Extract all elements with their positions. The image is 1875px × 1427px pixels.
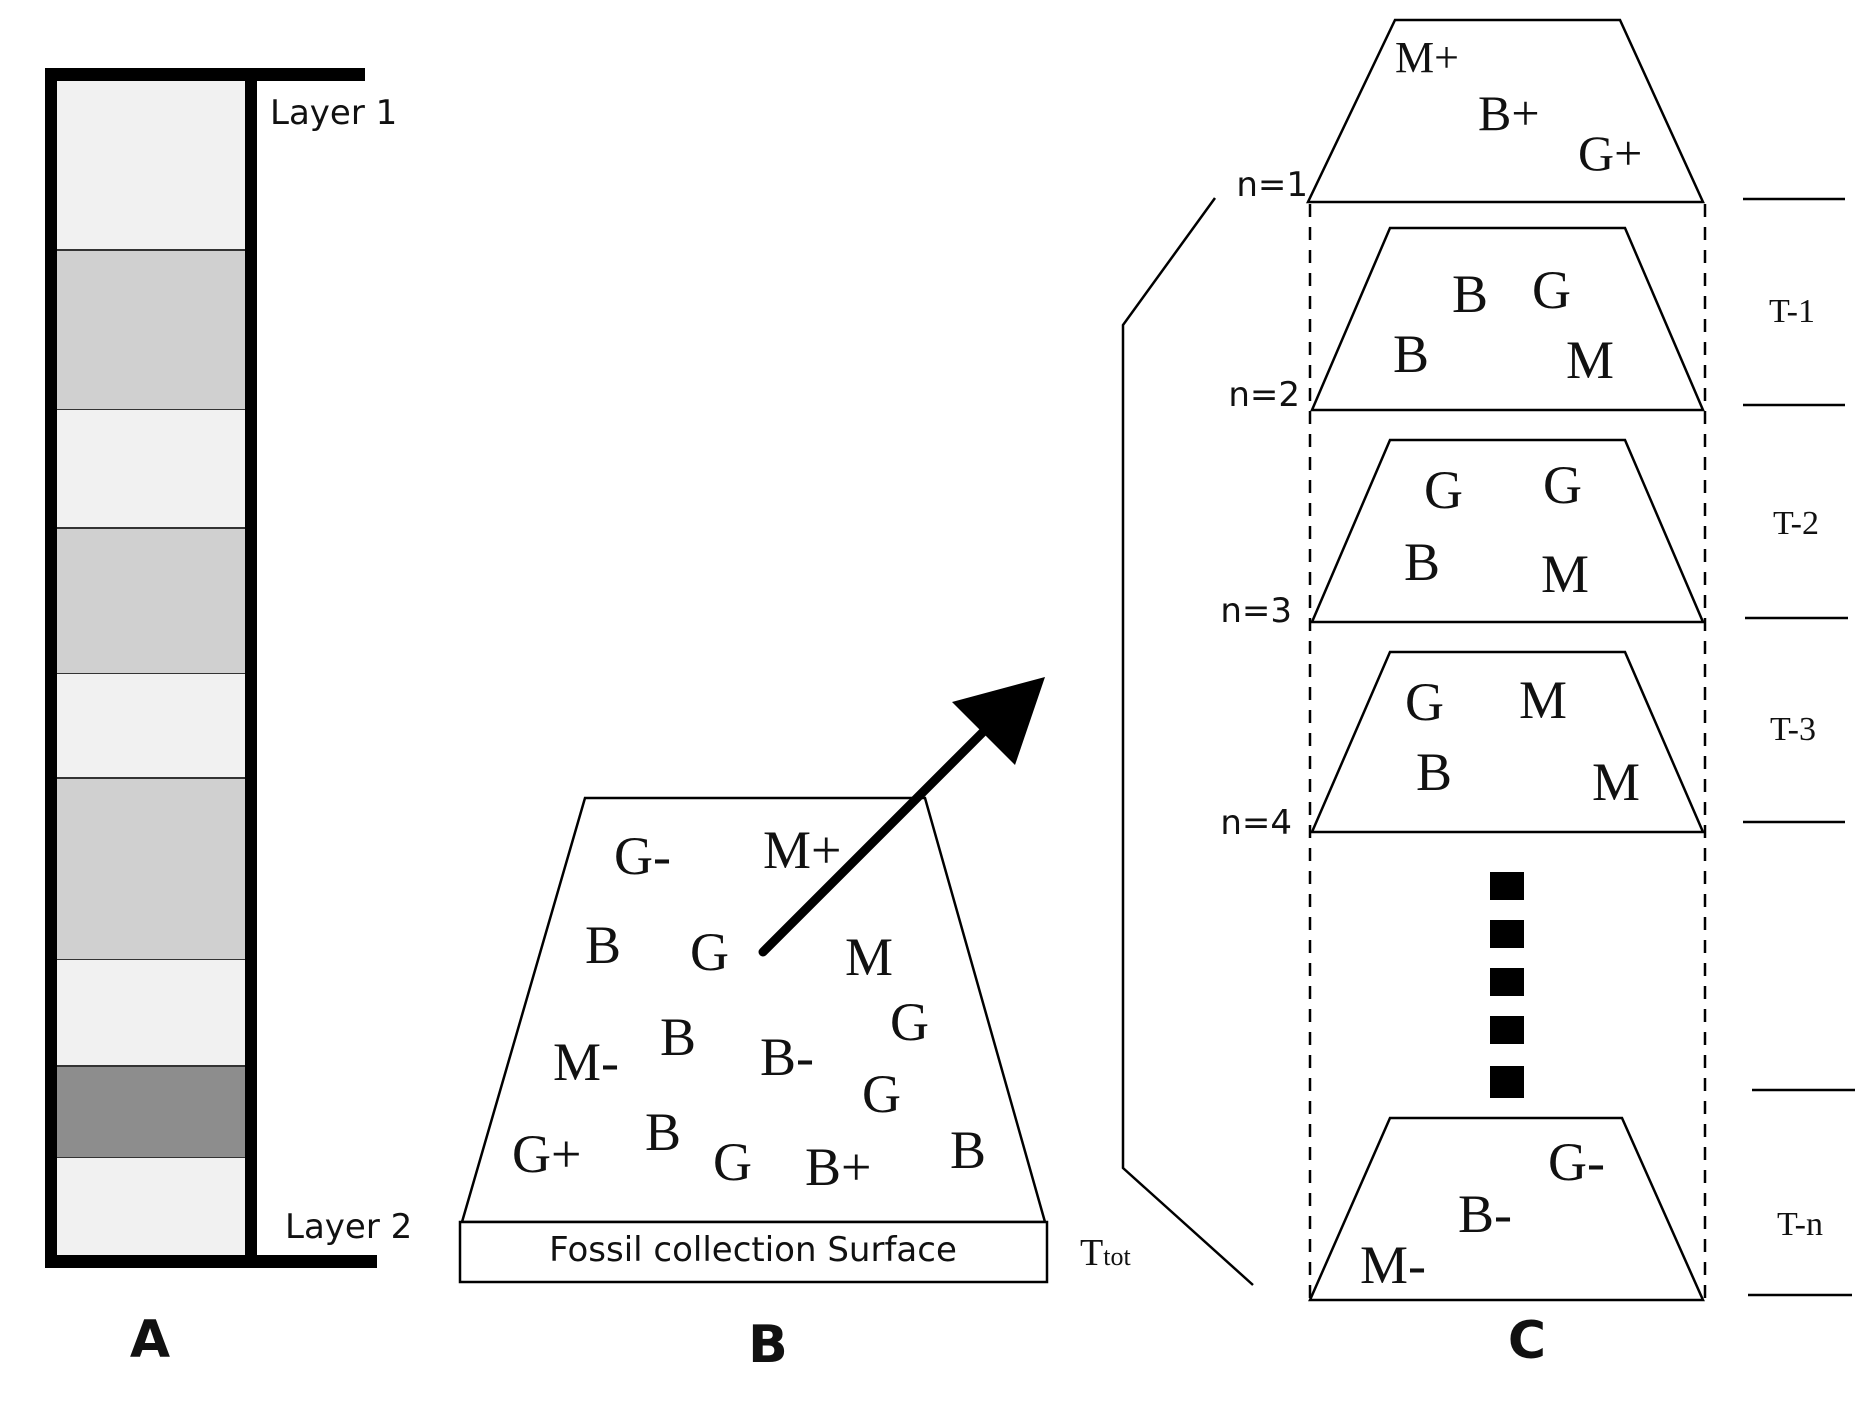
fossil-symbol: M [1566, 330, 1614, 390]
slice-trapezoid [1310, 438, 1705, 624]
slice-index-label: n=3 [1220, 591, 1292, 631]
column-band [56, 1158, 250, 1258]
panel-c-label: C [1508, 1311, 1546, 1371]
slice-trapezoid [1310, 226, 1705, 412]
fossil-symbol: M- [1360, 1235, 1426, 1295]
fossil-symbol: G+ [512, 1124, 581, 1184]
fossil-symbol: B [660, 1007, 696, 1067]
fossil-symbol: G [713, 1132, 752, 1192]
fossil-symbol: G- [1548, 1132, 1605, 1192]
panel-b-label: B [748, 1315, 788, 1375]
fossil-symbol: M- [553, 1032, 619, 1092]
column-frame-top [45, 68, 365, 81]
layer-1-label: Layer 1 [270, 93, 397, 133]
column-band [55, 249, 251, 411]
collection-surface-box [458, 1220, 1049, 1284]
fossil-symbol: M [1592, 752, 1640, 812]
top-slice-trapezoid [1306, 18, 1705, 204]
column-frame-right [245, 68, 257, 1268]
panel-a-column: Layer 1 Layer 2 [45, 68, 412, 1268]
fossil-symbol: B+ [805, 1137, 871, 1197]
time-interval-label: T-n [1777, 1206, 1823, 1243]
fossil-symbol: G [690, 922, 729, 982]
time-interval-label: T-1 [1769, 293, 1815, 330]
slice-index-label: n=4 [1220, 803, 1292, 843]
fossil-symbol: G [1424, 460, 1463, 520]
fossil-symbol: G [1532, 260, 1571, 320]
fossil-symbol: B [1404, 532, 1440, 592]
collection-surface-label: Fossil collection Surface [549, 1230, 957, 1270]
column-frame-bottom [45, 1255, 377, 1268]
fossil-symbol: B+ [1478, 85, 1540, 141]
time-interval-label: T-3 [1770, 711, 1816, 748]
fossil-symbol: B [950, 1120, 986, 1180]
fossil-symbol: G [890, 992, 929, 1052]
slice-index-label: n=2 [1228, 375, 1300, 415]
fossil-symbol: M [1541, 544, 1589, 604]
continuation-dot [1490, 968, 1524, 996]
t-total-label: Ttot [1080, 1232, 1131, 1274]
fossil-symbol: G [862, 1064, 901, 1124]
arrow-head [952, 677, 1045, 765]
continuation-dot [1490, 872, 1524, 900]
panel-b-surface: Fossil collection Surface Ttot G- M+ B G… [458, 796, 1131, 1284]
fossil-symbol: B- [1458, 1184, 1512, 1244]
column-band [56, 960, 250, 1066]
fossil-symbol: G- [614, 826, 671, 886]
fossil-symbol: B [1416, 742, 1452, 802]
fossil-symbol: M [845, 927, 893, 987]
column-band [56, 674, 250, 778]
panel-c-stack: M+ B+ G+ B G B M G G B M G M B M G- B- [1121, 18, 1855, 1302]
fossil-symbol: B [585, 915, 621, 975]
fossil-symbol: M+ [1395, 33, 1459, 82]
column-band [55, 777, 251, 961]
column-band [56, 410, 250, 528]
fossil-symbol: M+ [763, 820, 841, 880]
fossil-symbol: M [1519, 670, 1567, 730]
continuation-dots [1490, 872, 1524, 1098]
column-band [55, 527, 251, 675]
time-interval-label: T-2 [1773, 505, 1819, 542]
continuation-dot [1490, 1016, 1524, 1044]
continuation-dot [1490, 1066, 1524, 1098]
slice-trapezoid [1308, 1116, 1705, 1302]
fossil-symbol: G [1543, 455, 1582, 515]
fossil-symbol: B [1452, 264, 1488, 324]
column-band [56, 80, 250, 250]
bracket-line [1121, 197, 1254, 1286]
extraction-arrow [758, 677, 1045, 957]
continuation-dot [1490, 920, 1524, 948]
slice-index-label: n=1 [1236, 165, 1308, 205]
fossil-symbol: B- [760, 1027, 814, 1087]
column-frame-left [45, 68, 57, 1268]
panel-a-label: A [130, 1310, 170, 1370]
layer-2-label: Layer 2 [285, 1207, 412, 1247]
fossil-symbol: B [1393, 324, 1429, 384]
fossil-symbol: B [645, 1102, 681, 1162]
fossil-symbol: G [1405, 672, 1444, 732]
column-band [55, 1065, 251, 1159]
slice-trapezoid [1310, 650, 1705, 834]
fossil-symbol: G+ [1578, 125, 1642, 181]
